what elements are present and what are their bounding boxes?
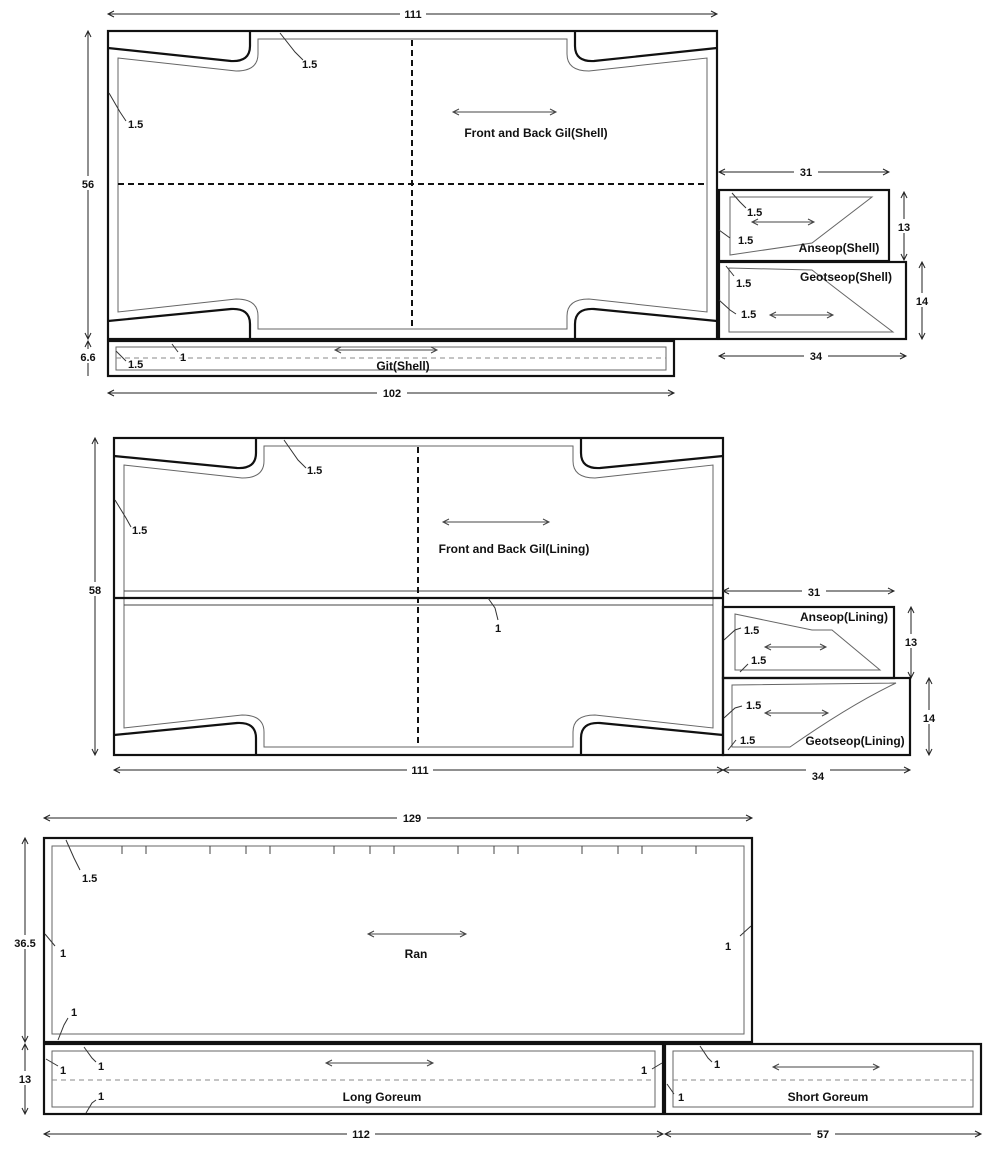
dim-short-goreum-width: 57 [663,1126,983,1141]
dim-shell-height: 56 [76,29,100,341]
dim-anseop-shell-width-label: 31 [800,167,812,179]
short-goreum-label: Short Goreum [788,1090,869,1104]
dim-shell-width: 111 [106,6,719,21]
dim-goreum-height: 13 [13,1042,37,1116]
dim-short-goreum-width-label: 57 [817,1129,829,1141]
seam-allowance-label: 1 [60,1065,66,1077]
anseop-lining-piece: Anseop(Lining) 1.5 1.5 [721,605,896,680]
dim-anseop-lining-height-label: 13 [905,637,917,649]
seam-allowance-label: 1.5 [746,700,761,712]
long-goreum-label: Long Goreum [343,1090,422,1104]
dim-git-height: 6.6 [74,339,102,376]
seam-allowance-label: 1.5 [738,235,753,247]
seam-allowance-label: 1 [495,623,501,635]
dim-ran-height-label: 36.5 [14,938,35,950]
seam-allowance-label: 1 [60,948,66,960]
geotseop-shell-label: Geotseop(Shell) [800,270,892,284]
dim-geotseop-shell: 14 34 [717,260,933,363]
dim-shell-height-label: 56 [82,179,94,191]
ran-piece: Ran 1.5 1 1 1 [42,836,754,1044]
seam-allowance-label: 1.5 [132,525,147,537]
dim-geotseop-lining-height-label: 14 [923,713,936,725]
seam-allowance-label: 1.5 [736,278,751,290]
anseop-shell-piece: Anseop(Shell) 1.5 1.5 [717,188,891,263]
gil-lining-label: Front and Back Gil(Lining) [439,542,590,556]
dim-git-width-label: 102 [383,388,401,400]
short-goreum-piece: Short Goreum 1 1 [663,1042,983,1116]
gil-shell-piece: Front and Back Gil(Shell) 1.5 1.5 [106,29,719,341]
seam-allowance-label: 1.5 [751,655,766,667]
seam-allowance-label: 1 [71,1007,77,1019]
dim-geotseop-lining: 14 34 [721,676,940,783]
seam-allowance-label: 1 [641,1065,647,1077]
anseop-lining-label: Anseop(Lining) [800,610,888,624]
dim-geotseop-shell-height-label: 14 [916,296,929,308]
dim-lining-width-label: 111 [411,765,428,777]
lining-section: 58 Front and Back Gil(Lining) 1.5 1.5 1 [83,436,940,783]
dim-anseop-lining-width-label: 31 [808,587,820,599]
dim-git-width: 102 [106,385,676,400]
seam-allowance-label: 1 [98,1061,104,1073]
seam-allowance-label: 1.5 [302,59,317,71]
dim-lining-height: 58 [83,436,107,757]
git-shell-piece: Git(Shell) 1.5 1 [106,339,676,378]
dim-lining-height-label: 58 [89,585,101,597]
dim-anseop-lining: 31 13 [721,584,922,680]
shell-section: 111 56 6.6 [74,6,933,400]
dim-geotseop-shell-width-label: 34 [810,351,823,363]
dim-anseop-shell: 31 13 [717,165,915,262]
dim-ran-height: 36.5 [8,836,42,1044]
seam-allowance-label: 1.5 [747,207,762,219]
geotseop-lining-label: Geotseop(Lining) [805,734,904,748]
dim-shell-width-label: 111 [404,9,421,21]
dim-anseop-shell-height-label: 13 [898,222,910,234]
long-goreum-piece: Long Goreum 1 1 1 1 [42,1042,665,1116]
seam-allowance-label: 1.5 [307,465,322,477]
geotseop-lining-piece: Geotseop(Lining) 1.5 1.5 [721,676,912,757]
anseop-shell-label: Anseop(Shell) [799,241,880,255]
seam-allowance-label: 1.5 [128,359,143,371]
dim-git-height-label: 6.6 [80,352,95,364]
seam-allowance-label: 1 [714,1059,720,1071]
seam-allowance-label: 1 [678,1092,684,1104]
dim-long-goreum-width: 112 [42,1126,665,1141]
dim-geotseop-lining-width-label: 34 [812,771,825,783]
seam-allowance-label: 1.5 [740,735,755,747]
seam-allowance-label: 1 [180,352,186,364]
ran-label: Ran [405,947,428,961]
ran-section: 129 36.5 [8,810,983,1141]
seam-allowance-label: 1 [725,941,731,953]
seam-allowance-label: 1.5 [128,119,143,131]
dim-lining-width: 111 [112,762,725,777]
geotseop-shell-piece: Geotseop(Shell) 1.5 1.5 [717,260,908,341]
dim-goreum-height-label: 13 [19,1074,31,1086]
gil-lining-piece: Front and Back Gil(Lining) 1.5 1.5 1 [112,436,725,757]
dim-ran-width-label: 129 [403,813,421,825]
pleat-marks [121,846,697,854]
gil-shell-label: Front and Back Gil(Shell) [464,126,607,140]
git-shell-label: Git(Shell) [376,359,429,373]
seam-allowance-label: 1.5 [82,873,97,885]
dim-ran-width: 129 [42,810,754,825]
dim-long-goreum-width-label: 112 [352,1129,370,1141]
seam-allowance-label: 1.5 [741,309,756,321]
seam-allowance-label: 1 [98,1091,104,1103]
seam-allowance-label: 1.5 [744,625,759,637]
